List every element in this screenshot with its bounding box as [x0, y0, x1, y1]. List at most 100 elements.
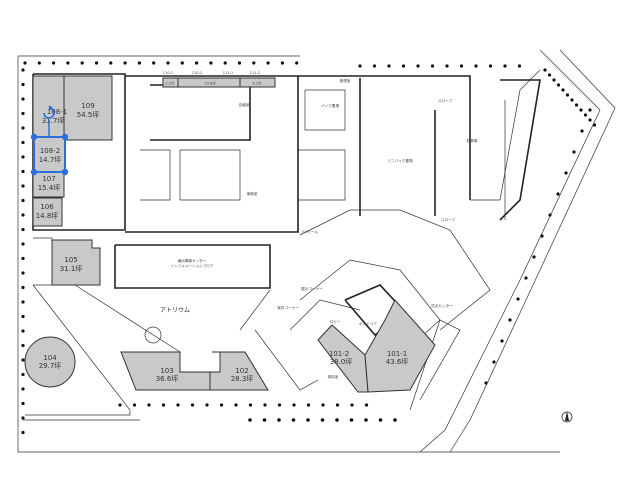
- rotate-handle-icon[interactable]: [43, 105, 55, 119]
- column-dot: [21, 97, 25, 101]
- column-dot: [516, 297, 520, 301]
- column-dot: [378, 418, 383, 422]
- column-dot: [532, 255, 536, 259]
- column-dot: [209, 61, 213, 65]
- column-dot: [21, 416, 25, 420]
- column-dot: [556, 83, 561, 87]
- column-dot: [21, 430, 25, 435]
- column-dot: [132, 403, 137, 407]
- unit-area: 15.4坪: [38, 184, 61, 192]
- column-dot: [364, 418, 368, 422]
- unit-area: 31.1坪: [60, 265, 83, 273]
- office-label: 事務室: [247, 191, 258, 196]
- column-dot: [372, 64, 377, 68]
- column-dot: [262, 418, 267, 422]
- column-dot: [195, 61, 199, 65]
- column-dot: [118, 403, 122, 407]
- column-dot: [190, 403, 195, 407]
- column-dot: [21, 285, 25, 290]
- parking-label: 駐車場: [467, 138, 478, 143]
- lobby-label: ロビー: [330, 319, 341, 324]
- unit-id: 102: [235, 367, 248, 375]
- room-labels: アトリウム ボイドコア 横浜情報センター インフォメーションフロア バイク置場 …: [160, 78, 478, 379]
- ev-hall-label: EVホール: [302, 229, 318, 234]
- exhibition-corner-label: 展示コーナー: [301, 286, 323, 291]
- selection-box[interactable]: [30, 105, 69, 176]
- unit-area: 28.3坪: [231, 375, 254, 383]
- unit-id: 101-2: [329, 350, 349, 358]
- column-dot: [387, 64, 391, 68]
- unit-area: 36.6坪: [156, 375, 179, 383]
- windbreak-label: 風除室: [328, 374, 339, 379]
- column-dot: [21, 271, 25, 275]
- column-dot: [430, 64, 435, 68]
- unit-105[interactable]: 105 31.1坪: [51, 239, 101, 286]
- unit-id: 108-1: [47, 108, 67, 116]
- meeting-room-label: 会議室: [239, 102, 250, 107]
- unit-area: 2.2坪: [165, 81, 175, 86]
- column-dot: [445, 64, 449, 68]
- unit-id: 107: [42, 175, 55, 183]
- column-dot: [580, 129, 584, 133]
- unit-id: 111-1: [223, 71, 233, 75]
- unit-103[interactable]: 103 36.6坪: [120, 351, 211, 391]
- column-dot: [503, 64, 507, 68]
- column-dot: [306, 403, 311, 407]
- unit-area: 31.7坪: [42, 117, 65, 125]
- column-dot: [277, 418, 281, 422]
- resize-handle[interactable]: [61, 133, 69, 141]
- column-dot: [572, 150, 576, 154]
- column-dot: [574, 103, 579, 107]
- atrium-label: アトリウム: [160, 306, 190, 314]
- column-dot: [416, 64, 420, 68]
- unit-area: 38.0坪: [330, 358, 353, 366]
- column-dot: [556, 192, 560, 196]
- column-dot: [306, 418, 310, 422]
- unit-107[interactable]: 107 15.4坪: [32, 171, 65, 198]
- column-dot: [248, 418, 252, 422]
- column-dot: [552, 78, 556, 82]
- column-dot: [508, 318, 512, 322]
- column-dot: [152, 61, 156, 65]
- column-dot: [561, 88, 565, 92]
- column-dot: [66, 61, 70, 65]
- column-dot: [401, 64, 406, 68]
- column-dot: [335, 403, 340, 407]
- unit-110-111-strip[interactable]: 2.2坪 10.8坪 6.1坪 110-1 110-2 111-1 111-2: [162, 71, 276, 88]
- column-dot: [517, 64, 522, 68]
- resize-handle[interactable]: [30, 133, 38, 141]
- column-dot: [358, 64, 362, 68]
- unit-108-2[interactable]: 108-2 14.7坪: [32, 136, 66, 173]
- unit-area: 14.8坪: [36, 212, 59, 220]
- info-floor-label: インフォメーションフロア: [171, 263, 214, 268]
- resize-handle[interactable]: [30, 168, 38, 176]
- column-dot: [166, 61, 170, 65]
- guide-corner-label: 案内コーナー: [277, 305, 299, 310]
- column-dot: [588, 108, 592, 112]
- unit-area: 14.7坪: [39, 156, 62, 164]
- unit-area: 10.8坪: [204, 81, 216, 86]
- unit-106[interactable]: 106 14.8坪: [32, 197, 63, 227]
- column-dot: [252, 61, 256, 65]
- column-dot: [248, 403, 253, 407]
- column-dot: [291, 418, 296, 422]
- column-dot: [21, 329, 25, 333]
- column-dot: [565, 93, 570, 97]
- unit-104[interactable]: 104 29.7坪: [24, 336, 76, 388]
- column-dot: [350, 403, 354, 407]
- column-dot: [21, 198, 25, 203]
- column-dot: [21, 111, 25, 116]
- resize-handle[interactable]: [61, 168, 69, 176]
- unit-102[interactable]: 102 28.3坪: [209, 351, 269, 391]
- column-dot: [223, 61, 227, 65]
- slope-label: スロープ: [441, 217, 456, 222]
- column-dot: [570, 98, 574, 102]
- unit-101-1[interactable]: 101-1 43.6坪: [364, 299, 436, 393]
- unit-101-2[interactable]: 101-2 38.0坪: [317, 324, 369, 393]
- unit-id: 103: [160, 367, 173, 375]
- column-dot: [488, 64, 493, 68]
- unit-109[interactable]: 109 54.5坪: [63, 75, 113, 141]
- column-dot: [94, 61, 99, 65]
- unit-area: 6.1坪: [252, 81, 262, 86]
- unit-id: 101-1: [387, 350, 407, 358]
